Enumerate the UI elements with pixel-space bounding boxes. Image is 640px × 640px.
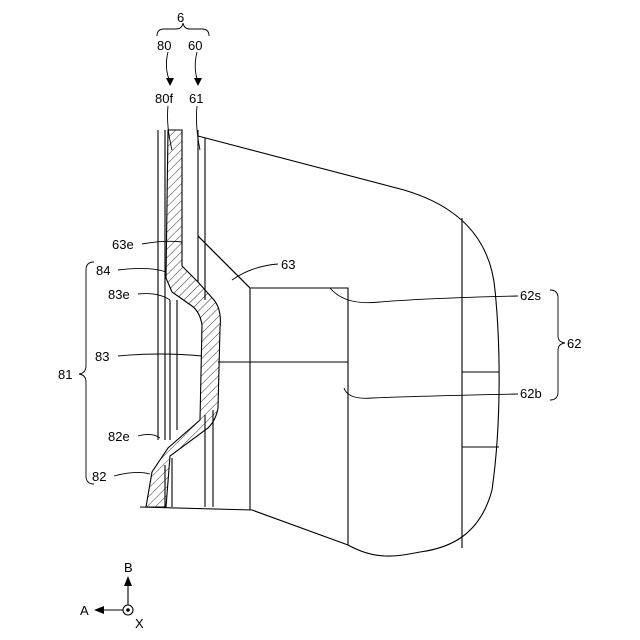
axis-label-x: X	[135, 616, 144, 631]
member-63-diag	[198, 236, 250, 288]
label-62b: 62b	[520, 386, 542, 401]
label-63e: 63e	[112, 237, 134, 252]
label-80f: 80f	[155, 91, 173, 106]
leader-84	[118, 268, 166, 272]
seal-member-hatched	[146, 130, 220, 507]
leader-62s	[330, 288, 518, 303]
arrow-80	[166, 52, 170, 82]
label-81: 81	[58, 367, 72, 382]
leader-83	[118, 354, 202, 356]
leader-82	[114, 472, 150, 476]
brace-62	[550, 290, 565, 400]
axis-x-dot	[126, 608, 130, 612]
leader-62b	[344, 388, 518, 398]
label-62s: 62s	[520, 288, 541, 303]
label-83e: 83e	[108, 287, 130, 302]
label-63: 63	[281, 257, 295, 272]
label-84: 84	[96, 263, 110, 278]
arrow-60	[195, 52, 198, 82]
housing-outline	[140, 136, 499, 556]
arrow-80-head	[166, 78, 174, 86]
block-62	[250, 288, 348, 545]
label-82: 82	[92, 469, 106, 484]
label-83: 83	[95, 349, 109, 364]
label-6: 6	[177, 10, 184, 25]
leader-82e	[138, 434, 160, 438]
arrow-60-head	[194, 78, 202, 86]
label-61: 61	[189, 91, 203, 106]
axis-label-a: A	[80, 603, 89, 618]
label-60: 60	[188, 38, 202, 53]
label-82e: 82e	[108, 429, 130, 444]
brace-81	[79, 262, 94, 484]
axis-label-b: B	[124, 560, 133, 575]
label-80: 80	[157, 38, 171, 53]
label-62: 62	[567, 336, 581, 351]
axis-b-arrowhead	[124, 576, 132, 586]
axis-a-arrowhead	[94, 606, 104, 614]
